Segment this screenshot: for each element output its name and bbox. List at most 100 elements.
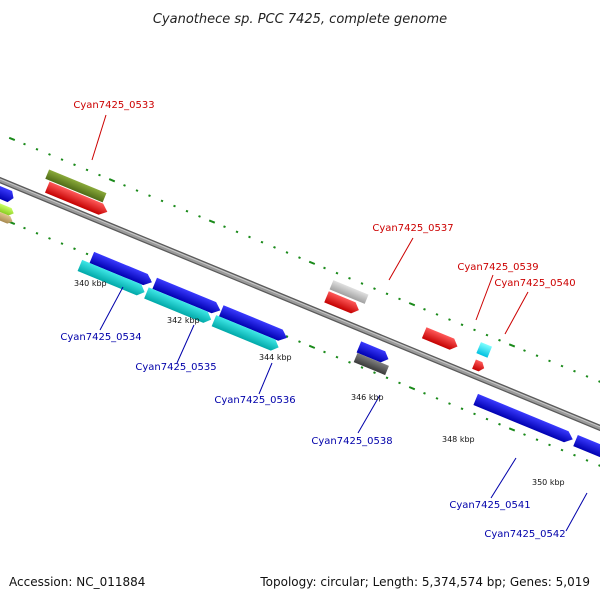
gene-cyan7425-0535[interactable] <box>144 287 213 325</box>
scale-dot <box>273 245 276 249</box>
scale-dot <box>48 237 51 240</box>
scale-dot <box>23 226 26 230</box>
scale-dot <box>373 287 376 291</box>
tick-label-350: 350 kbp <box>532 478 565 487</box>
scale-dot <box>373 371 376 375</box>
scale-dot <box>85 168 89 172</box>
tick-label-348: 348 kbp <box>442 435 475 444</box>
scale-dot <box>323 350 326 354</box>
gene-label-0538[interactable]: Cyan7425_0538 <box>311 436 392 447</box>
scale-dot <box>398 381 401 385</box>
scale-dot <box>198 215 201 218</box>
scale-dot <box>308 344 316 349</box>
scale-dot <box>485 417 489 421</box>
gene-cyan7425-0533-cog[interactable] <box>45 169 107 203</box>
scale-dot <box>185 209 189 213</box>
scale-dot <box>260 240 264 244</box>
scale-dot <box>548 359 551 363</box>
gene-label-0537[interactable]: Cyan7425_0537 <box>372 223 453 234</box>
scale-dot <box>8 136 16 142</box>
map-title: Cyanothece sp. PCC 7425, complete genome <box>153 12 447 27</box>
gene-lime-left-edge[interactable] <box>0 196 15 217</box>
scale-dot <box>573 453 576 457</box>
scale-dot <box>323 266 326 270</box>
scale-dot <box>460 323 464 327</box>
gene-cyan7425-0534-cds[interactable] <box>89 251 155 288</box>
scale-dot <box>285 251 289 254</box>
scale-dot <box>498 338 501 342</box>
scale-dot <box>135 189 139 192</box>
scale-dot <box>235 230 239 234</box>
gene-label-0539[interactable]: Cyan7425_0539 <box>457 262 538 273</box>
scale-dot <box>548 443 551 447</box>
scale-dot <box>523 433 526 436</box>
scale-dot <box>335 271 339 275</box>
label-leader-lines <box>91 114 588 532</box>
gene-cyan7425-0540-cog[interactable] <box>476 342 493 358</box>
gene-label-0541[interactable]: Cyan7425_0541 <box>449 500 530 511</box>
scale-dot <box>208 219 216 224</box>
scale-dot <box>398 297 401 301</box>
gene-cyan7425-0535-cds[interactable] <box>152 277 222 316</box>
gene-cyan7425-0538-cog[interactable] <box>353 352 389 376</box>
gene-cyan7425-0539[interactable] <box>421 327 460 352</box>
gene-cyan7425-0536-cds[interactable] <box>218 305 289 343</box>
scale-dot <box>460 407 464 411</box>
gene-cyan7425-0537[interactable] <box>324 291 361 315</box>
scale-dot <box>60 242 64 245</box>
scale-dot <box>348 276 351 280</box>
gene-label-0542[interactable]: Cyan7425_0542 <box>484 529 565 540</box>
scale-tick-labels: 340 kbp 342 kbp 344 kbp 346 kbp 348 kbp … <box>74 279 565 487</box>
scale-dot <box>360 282 364 285</box>
scale-dot <box>308 260 316 265</box>
scale-dot <box>298 340 301 344</box>
scale-dot <box>123 184 126 187</box>
scale-dot <box>48 153 51 156</box>
gene-cyan7425-0541[interactable] <box>473 393 575 445</box>
gene-label-0535[interactable]: Cyan7425_0535 <box>135 362 216 373</box>
gene-cyan7425-0534[interactable] <box>77 259 147 298</box>
scale-dot <box>535 354 539 358</box>
scale-dot <box>60 158 64 161</box>
scale-dot <box>423 391 426 395</box>
scale-dot <box>173 204 176 208</box>
scale-dot <box>508 427 516 432</box>
scale-dot <box>423 307 426 311</box>
scale-dot <box>408 302 416 307</box>
scale-dot <box>35 231 39 235</box>
gene-cyan7425-0540[interactable] <box>472 359 486 372</box>
gene-cyan7425-0537-cog[interactable] <box>329 280 369 304</box>
gene-label-0534[interactable]: Cyan7425_0534 <box>60 332 141 343</box>
gene-label-0540[interactable]: Cyan7425_0540 <box>494 278 575 289</box>
scale-dot <box>108 178 116 183</box>
scale-dot <box>23 142 26 146</box>
accession-text: Accession: NC_011884 <box>9 575 146 589</box>
gene-cyan7425-0538[interactable] <box>356 341 391 364</box>
scale-dot <box>473 328 476 332</box>
scale-dot <box>223 225 226 229</box>
scale-dot <box>148 194 151 198</box>
gene-label-0533[interactable]: Cyan7425_0533 <box>73 100 154 111</box>
scale-dot <box>73 247 76 251</box>
genome-backbone <box>0 176 600 432</box>
tick-label-344: 344 kbp <box>259 353 292 362</box>
scale-dot <box>335 355 339 359</box>
gene-cyan7425-0536[interactable] <box>211 315 281 353</box>
scale-dot <box>448 318 451 321</box>
gene-blue-left-edge[interactable] <box>0 183 16 203</box>
scale-dot <box>35 147 39 151</box>
scale-dot <box>560 448 564 452</box>
gene-cyan7425-0533[interactable] <box>44 181 110 218</box>
gene-label-0536[interactable]: Cyan7425_0536 <box>214 395 295 406</box>
scale-dot <box>408 386 416 391</box>
scale-dot <box>498 422 501 426</box>
scale-dot <box>448 402 451 405</box>
scale-dot <box>508 343 516 348</box>
gene-cyan7425-0542[interactable] <box>573 435 600 462</box>
scale-dot <box>535 438 539 442</box>
gene-features <box>0 169 600 462</box>
scale-dot <box>435 397 439 400</box>
gene-tan-left-edge[interactable] <box>0 204 14 225</box>
genome-info-text: Topology: circular; Length: 5,374,574 bp… <box>260 575 590 589</box>
